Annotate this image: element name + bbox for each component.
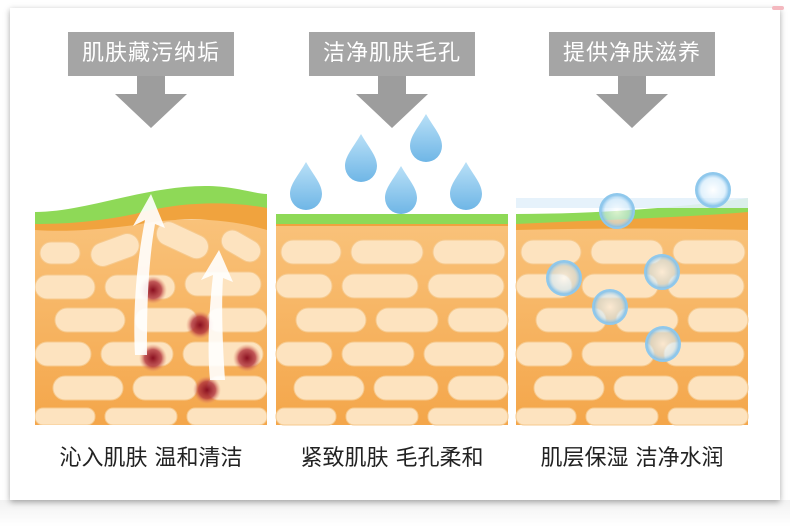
skin-cross-section-clean bbox=[275, 114, 509, 426]
bottom-shadow bbox=[0, 500, 790, 527]
panel-label: 肌肤藏污纳垢 bbox=[67, 32, 235, 76]
skin-cross-section-hydrated bbox=[515, 172, 749, 426]
panel-clean-pores: 洁净肌肤毛孔 紧致肌肤 毛 bbox=[275, 0, 509, 500]
panel-label: 洁净肌肤毛孔 bbox=[308, 32, 476, 76]
panel-label: 提供净肤滋养 bbox=[548, 32, 716, 76]
panel-nourish: 提供净肤滋养 bbox=[515, 0, 749, 500]
panel-dirty-skin: 肌肤藏污纳垢 沁入肌肤 温和清洁 bbox=[35, 0, 267, 500]
down-arrow-icon bbox=[115, 76, 187, 128]
panel-caption: 沁入肌肤 温和清洁 bbox=[59, 446, 243, 471]
water-drops bbox=[290, 114, 482, 214]
panel-caption: 紧致肌肤 毛孔柔和 bbox=[300, 446, 484, 471]
moisture-bubbles bbox=[546, 172, 731, 362]
down-arrow-icon bbox=[596, 76, 668, 128]
down-arrow-icon bbox=[356, 76, 428, 128]
panel-caption: 肌层保湿 洁净水润 bbox=[540, 446, 724, 471]
skin-cross-section-dirty bbox=[35, 186, 267, 425]
corner-mark bbox=[772, 6, 784, 10]
